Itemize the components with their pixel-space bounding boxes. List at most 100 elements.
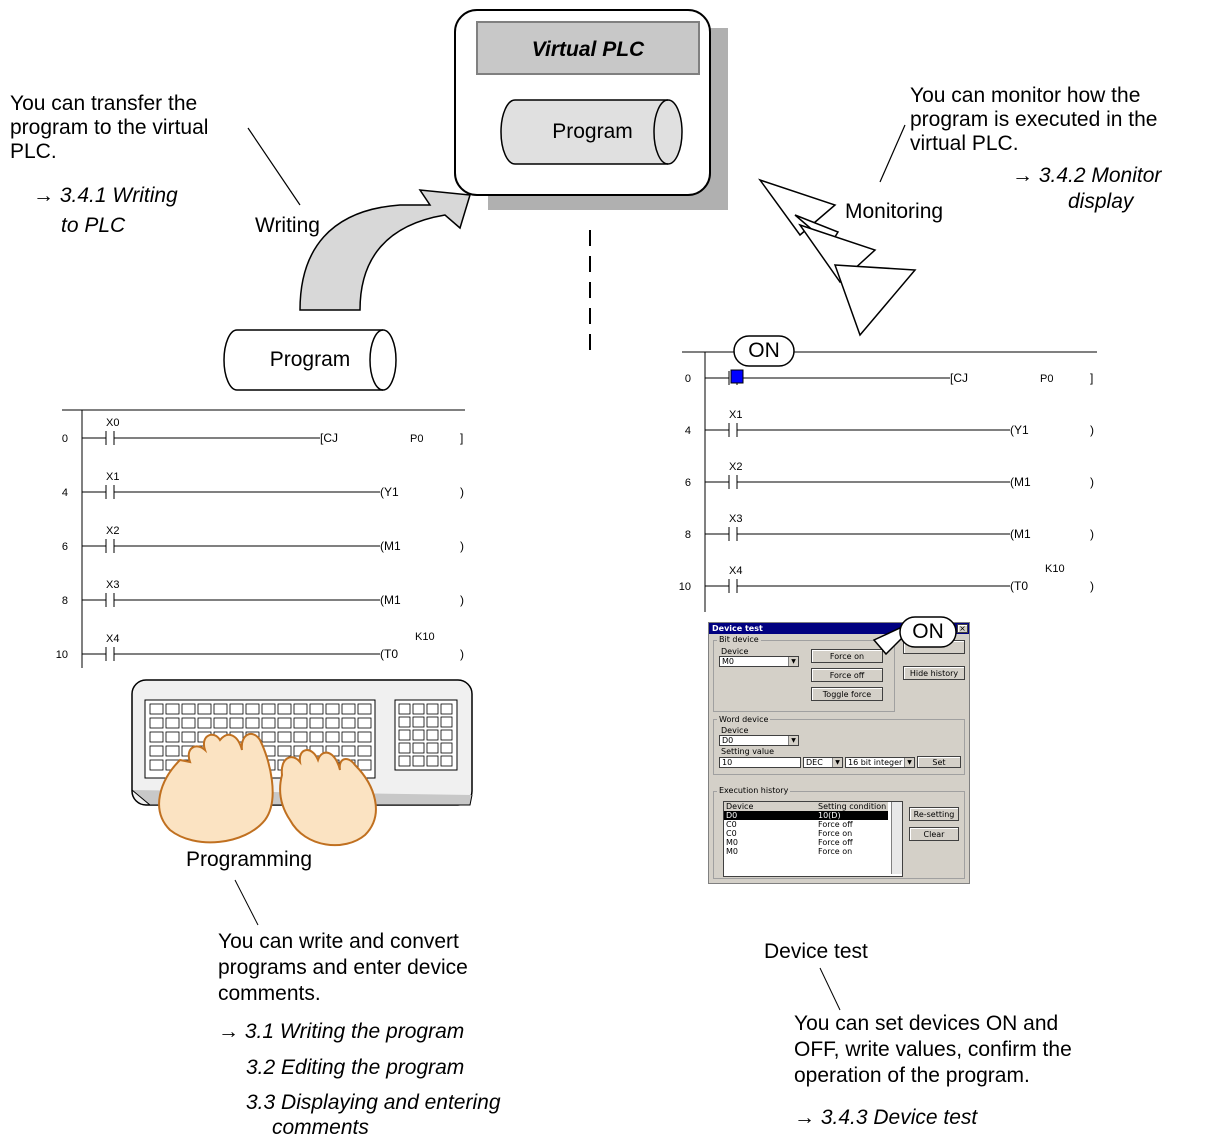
- word-device-value: D0: [722, 736, 734, 745]
- instruction-label: [CJ: [320, 431, 338, 445]
- resetting-button[interactable]: Re-setting: [909, 807, 959, 821]
- keyboard-key: [149, 745, 164, 757]
- keyboard-key: [341, 703, 356, 715]
- ladder-rung: 6X2(M1): [62, 525, 464, 553]
- history-group: [713, 791, 965, 879]
- contact-label: X4: [729, 565, 742, 577]
- set-button[interactable]: Set: [917, 756, 961, 768]
- programming-ref-2: 3.2 Editing the program: [246, 1056, 465, 1079]
- instruction-label: (M1: [1010, 527, 1031, 541]
- keyboard-key: [181, 703, 196, 715]
- keyboard-key: [309, 717, 324, 729]
- keyboard-key: [309, 731, 324, 743]
- word-device-select[interactable]: D0 ▼: [719, 735, 799, 746]
- history-condition: Force off: [818, 838, 853, 847]
- step-number: 4: [685, 425, 691, 437]
- contact-label: X3: [106, 579, 119, 591]
- keyboard-key: [277, 703, 292, 715]
- monitoring-ref-1: → 3.4.2 Monitor: [1012, 164, 1162, 187]
- numpad-key: [398, 716, 411, 728]
- step-number: 4: [62, 487, 68, 499]
- keyboard-key: [197, 717, 212, 729]
- virtual-plc-title: Virtual PLC: [531, 38, 645, 61]
- history-row[interactable]: D0 10(D): [724, 811, 888, 820]
- numpad-key: [412, 703, 425, 715]
- device-test-label: Device test: [764, 940, 868, 963]
- numpad-key: [412, 716, 425, 728]
- rung-end-bracket: ): [1090, 423, 1094, 437]
- instruction-label: (T0: [380, 647, 398, 661]
- device-test-desc-3: operation of the program.: [794, 1064, 1030, 1087]
- on-badge-label: ON: [748, 339, 780, 362]
- device-test-desc-1: You can set devices ON and: [794, 1012, 1059, 1035]
- setting-value-input[interactable]: 10: [719, 757, 801, 768]
- contact-label: X1: [729, 409, 742, 421]
- history-row[interactable]: C0 Force off: [724, 820, 888, 829]
- rung-end-bracket: ): [1090, 475, 1094, 489]
- numpad-key: [426, 755, 439, 767]
- left-ladder: [62, 409, 465, 668]
- ladder-rung: 8X3(M1): [685, 513, 1094, 541]
- keyboard-key: [229, 703, 244, 715]
- history-device: C0: [726, 829, 737, 838]
- radix-select[interactable]: DEC ▼: [803, 757, 843, 768]
- keyboard-key: [149, 703, 164, 715]
- virtual-plc-title-bar: [476, 21, 700, 75]
- bit-device-select[interactable]: M0 ▼: [719, 656, 799, 667]
- numpad-key: [426, 703, 439, 715]
- force-off-button[interactable]: Force off: [811, 668, 883, 682]
- chevron-down-icon: ▼: [904, 758, 914, 767]
- toggle-force-button[interactable]: Toggle force: [811, 687, 883, 701]
- programming-ref-4: comments: [272, 1116, 369, 1139]
- numpad-key: [440, 742, 453, 754]
- on-badge-ladder: [733, 335, 795, 367]
- keyboard-key: [357, 759, 372, 771]
- instruction-label: (M1: [1010, 475, 1031, 489]
- force-on-button[interactable]: Force on: [811, 649, 883, 663]
- numpad-key: [426, 742, 439, 754]
- history-scrollbar[interactable]: [891, 802, 902, 874]
- keyboard-key: [229, 717, 244, 729]
- dialog-title: Device test: [709, 623, 969, 634]
- programming-desc-1: You can write and convert: [218, 930, 459, 953]
- history-condition: Force off: [818, 820, 853, 829]
- keyboard-key: [165, 745, 180, 757]
- contact-label: X1: [106, 471, 119, 483]
- writing-desc-3: PLC.: [10, 140, 57, 163]
- history-row[interactable]: C0 Force on: [724, 829, 888, 838]
- keyboard-key: [261, 717, 276, 729]
- instruction-label: (M1: [380, 539, 401, 553]
- numpad-key: [412, 755, 425, 767]
- history-row[interactable]: M0 Force off: [724, 838, 888, 847]
- keyboard-key: [341, 745, 356, 757]
- numpad-key: [398, 742, 411, 754]
- bit-device-group: [713, 640, 895, 712]
- chevron-down-icon: ▼: [788, 736, 798, 745]
- history-list[interactable]: Device Setting condition D0 10(D) C0 For…: [723, 801, 903, 877]
- hands: [158, 732, 377, 847]
- chevron-down-icon: ▼: [832, 758, 842, 767]
- numpad-key: [440, 703, 453, 715]
- rung-end-bracket: ): [460, 485, 464, 499]
- keyboard-key: [277, 745, 292, 757]
- data-type-select[interactable]: 16 bit integer ▼: [845, 757, 915, 768]
- contact-label: X0: [106, 417, 119, 429]
- history-row[interactable]: M0 Force on: [724, 847, 888, 856]
- word-device-group: [713, 719, 965, 775]
- writing-label: Writing: [255, 214, 320, 237]
- history-device: D0: [726, 811, 738, 820]
- monitor-triangle-1: [758, 178, 837, 237]
- numpad-key: [440, 716, 453, 728]
- close-button[interactable]: ×: [957, 624, 968, 633]
- clear-button[interactable]: Clear: [909, 827, 959, 841]
- hide-history-button[interactable]: Hide history: [903, 666, 965, 680]
- keyboard-key: [261, 703, 276, 715]
- numpad-key: [398, 755, 411, 767]
- instruction-label: (Y1: [1010, 423, 1029, 437]
- keyboard-key: [165, 717, 180, 729]
- numpad-key: [426, 729, 439, 741]
- ladder-rung: 4 X1 (Y1): [685, 409, 1094, 437]
